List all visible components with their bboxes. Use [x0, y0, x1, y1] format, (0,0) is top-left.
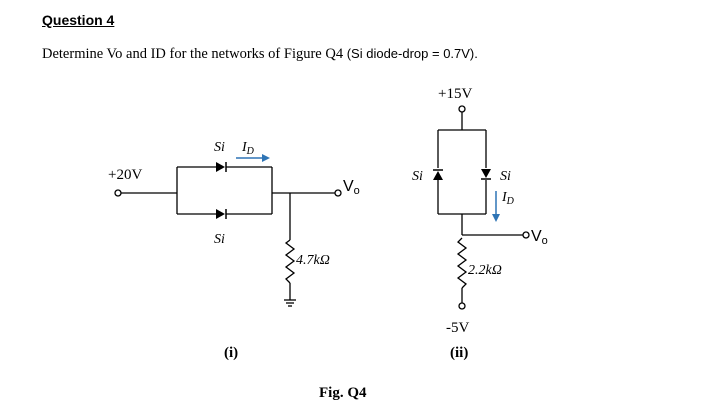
diode-right-label: Si — [500, 169, 511, 184]
diode-right-ii — [481, 169, 491, 180]
source-terminal — [114, 189, 122, 197]
diode-top — [216, 162, 227, 172]
caption-i: (i) — [224, 345, 238, 361]
question-heading: Question 4 — [42, 12, 115, 28]
top-supply-label: +15V — [438, 86, 472, 102]
diode-left-ii — [433, 169, 443, 180]
current-label-i: ID — [241, 140, 255, 157]
bottom-supply-label: -5V — [446, 320, 469, 336]
resistor-2.2k — [456, 237, 468, 289]
caption-ii: (ii) — [450, 345, 468, 361]
resistor-label-ii: 2.2kΩ — [468, 263, 502, 278]
output-terminal-ii — [522, 231, 530, 239]
current-arrow-head-ii — [492, 214, 500, 222]
output-label-i: Vo — [343, 178, 360, 197]
current-arrow-head-i — [262, 154, 270, 162]
source-label-i: +20V — [108, 167, 142, 183]
resistor-label-i: 4.7kΩ — [296, 253, 330, 268]
diode-bottom — [216, 209, 227, 219]
output-terminal — [334, 189, 342, 197]
top-supply-terminal — [458, 105, 466, 113]
question-note-text: (Si diode-drop = 0.7V). — [346, 46, 478, 61]
circuit-i — [114, 166, 342, 307]
diode-left-label: Si — [412, 169, 423, 184]
resistor-4.7k — [284, 239, 296, 284]
current-label-ii: ID — [501, 190, 515, 207]
question-main-text: Determine Vo and ID for the networks of … — [42, 46, 347, 62]
bottom-supply-terminal — [458, 302, 466, 310]
diode-bottom-label: Si — [214, 232, 225, 247]
figure-caption: Fig. Q4 — [319, 385, 367, 401]
output-label-ii: Vo — [531, 228, 548, 247]
circuit-ii — [437, 105, 530, 310]
question-text: Determine Vo and ID for the networks of … — [42, 46, 478, 63]
diode-top-label: Si — [214, 140, 225, 155]
